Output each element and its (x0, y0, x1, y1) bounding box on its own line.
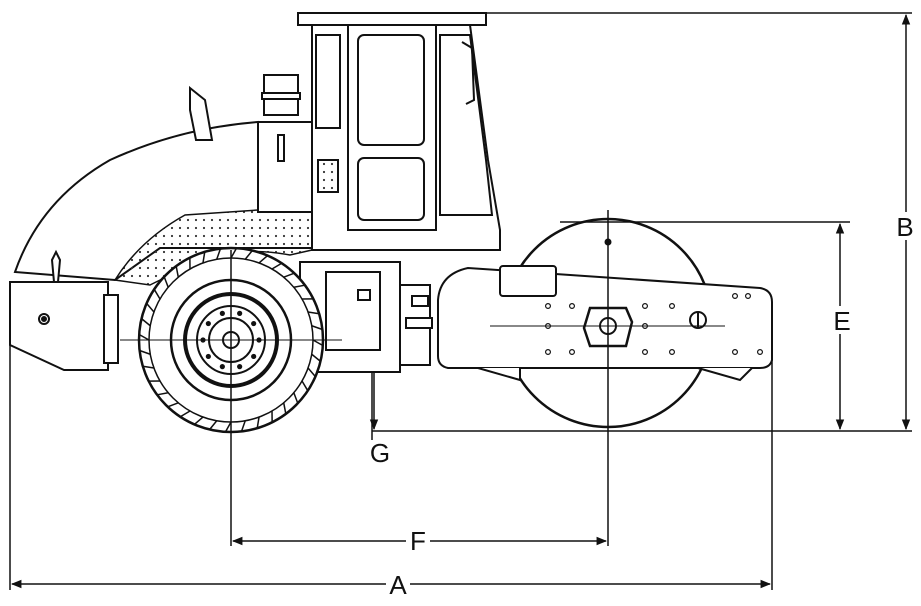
tread-lug (256, 416, 260, 429)
rear-wheel-tread (138, 247, 324, 433)
bolt-hole (544, 349, 551, 356)
lug-nut (237, 310, 243, 316)
tread-lug (193, 416, 204, 425)
dimension-f-label: F (410, 526, 426, 556)
rear-bumper-plate (103, 294, 119, 364)
dimension-g-label: G (370, 438, 390, 468)
bolt-hole (731, 349, 738, 356)
tread-lug (271, 262, 283, 270)
tread-lug (283, 272, 295, 278)
lug-nut (205, 320, 211, 327)
chassis-frame (9, 281, 109, 371)
tread-lug (293, 392, 299, 404)
rear-wheel-lugnuts (200, 310, 262, 370)
rear-lamp (50, 249, 62, 283)
tread-lug (163, 276, 169, 288)
cabin-side-window (439, 34, 494, 216)
tread-lug (224, 421, 232, 433)
tread-lug (156, 391, 169, 396)
lug-nut (251, 353, 257, 360)
tread-lug (167, 402, 179, 408)
lug-nut (251, 320, 257, 327)
tread-lug (312, 339, 324, 347)
tread-lug (141, 318, 151, 327)
bolt-hole (641, 303, 648, 310)
tread-lug (301, 380, 309, 392)
tread-lug (146, 302, 155, 313)
tread-lug (311, 353, 321, 362)
grab-handle (461, 41, 476, 105)
tread-lug (139, 349, 151, 355)
tread-lug (142, 365, 155, 369)
cabin-roof (297, 12, 487, 26)
tread-lug (175, 265, 180, 278)
lug-nut (219, 310, 225, 316)
lug-nut (219, 364, 225, 370)
dimension-b-label: B (896, 212, 913, 242)
tread-lug (230, 247, 238, 259)
frame-plate (499, 265, 557, 297)
bolt-hole (756, 349, 763, 356)
drum-frame (437, 265, 773, 382)
cabin-door-window-bottom (357, 157, 425, 221)
machine-outline (9, 12, 501, 373)
tread-lug (293, 284, 306, 289)
dimension-e-label: E (833, 306, 850, 336)
tread-lug (240, 420, 246, 432)
lug-nut (237, 364, 243, 370)
tread-lug (179, 410, 191, 418)
bolt-hole (544, 303, 551, 310)
bolt-hole (668, 349, 675, 356)
rear-wheel (137, 246, 325, 434)
tread-lug (202, 251, 206, 264)
tread-lug (216, 248, 222, 260)
tread-lug (282, 402, 287, 415)
tread-lug (307, 367, 316, 378)
tread-lug (307, 311, 320, 315)
tread-lug (209, 420, 218, 430)
tread-lug (244, 250, 253, 260)
bolt-hole (568, 349, 575, 356)
bolt-hole (568, 303, 575, 310)
cabin-vent (317, 159, 339, 193)
bolt-hole (731, 293, 738, 300)
tread-lug (258, 255, 269, 264)
dimension-a-label: A (389, 570, 407, 600)
lug-nut (205, 353, 211, 360)
cabin-rear-window (315, 34, 341, 129)
tread-lug (153, 288, 161, 300)
bolt-hole (668, 303, 675, 310)
bolt-hole (641, 349, 648, 356)
bolt-hole (744, 293, 751, 300)
tread-lug (311, 325, 323, 331)
exhaust-pipe (189, 85, 214, 141)
tool-box (325, 271, 381, 351)
tread-lug (138, 333, 150, 341)
cabin-door-window-top (357, 34, 425, 146)
